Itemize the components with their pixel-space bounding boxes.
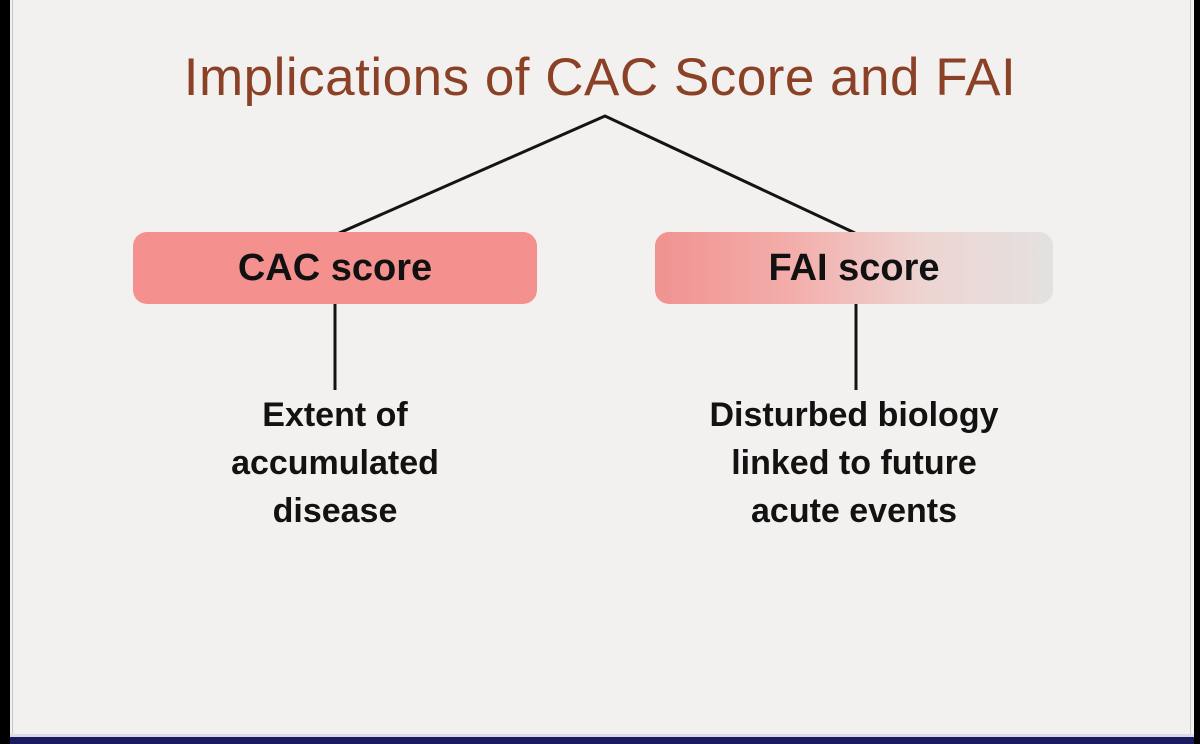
cac-description-line-3: disease	[272, 492, 398, 530]
left-letterbox-bar	[0, 0, 10, 744]
cac-description: Extent of accumulated disease	[133, 391, 537, 535]
cac-description-line-1: Extent of	[262, 396, 408, 434]
fai-score-label: FAI score	[768, 246, 940, 289]
bottom-navy-bar	[10, 737, 1194, 744]
fai-description-line-2: linked to future	[731, 444, 977, 482]
fai-score-box: FAI score	[655, 232, 1053, 304]
cac-score-label: CAC score	[237, 246, 433, 289]
cac-description-line-2: accumulated	[231, 444, 439, 482]
fai-description-line-1: Disturbed biology	[709, 396, 999, 434]
cac-score-box: CAC score	[133, 232, 537, 304]
fai-description: Disturbed biology linked to future acute…	[653, 391, 1055, 535]
right-letterbox-bar	[1194, 0, 1200, 744]
fai-description-line-3: acute events	[751, 492, 957, 530]
branch-fork-line	[336, 114, 856, 236]
slide-title: Implications of CAC Score and FAI	[183, 48, 1017, 107]
bottom-frame-hairline	[10, 734, 1194, 737]
right-frame-hairline	[1190, 0, 1191, 744]
left-frame-hairline	[12, 0, 13, 744]
